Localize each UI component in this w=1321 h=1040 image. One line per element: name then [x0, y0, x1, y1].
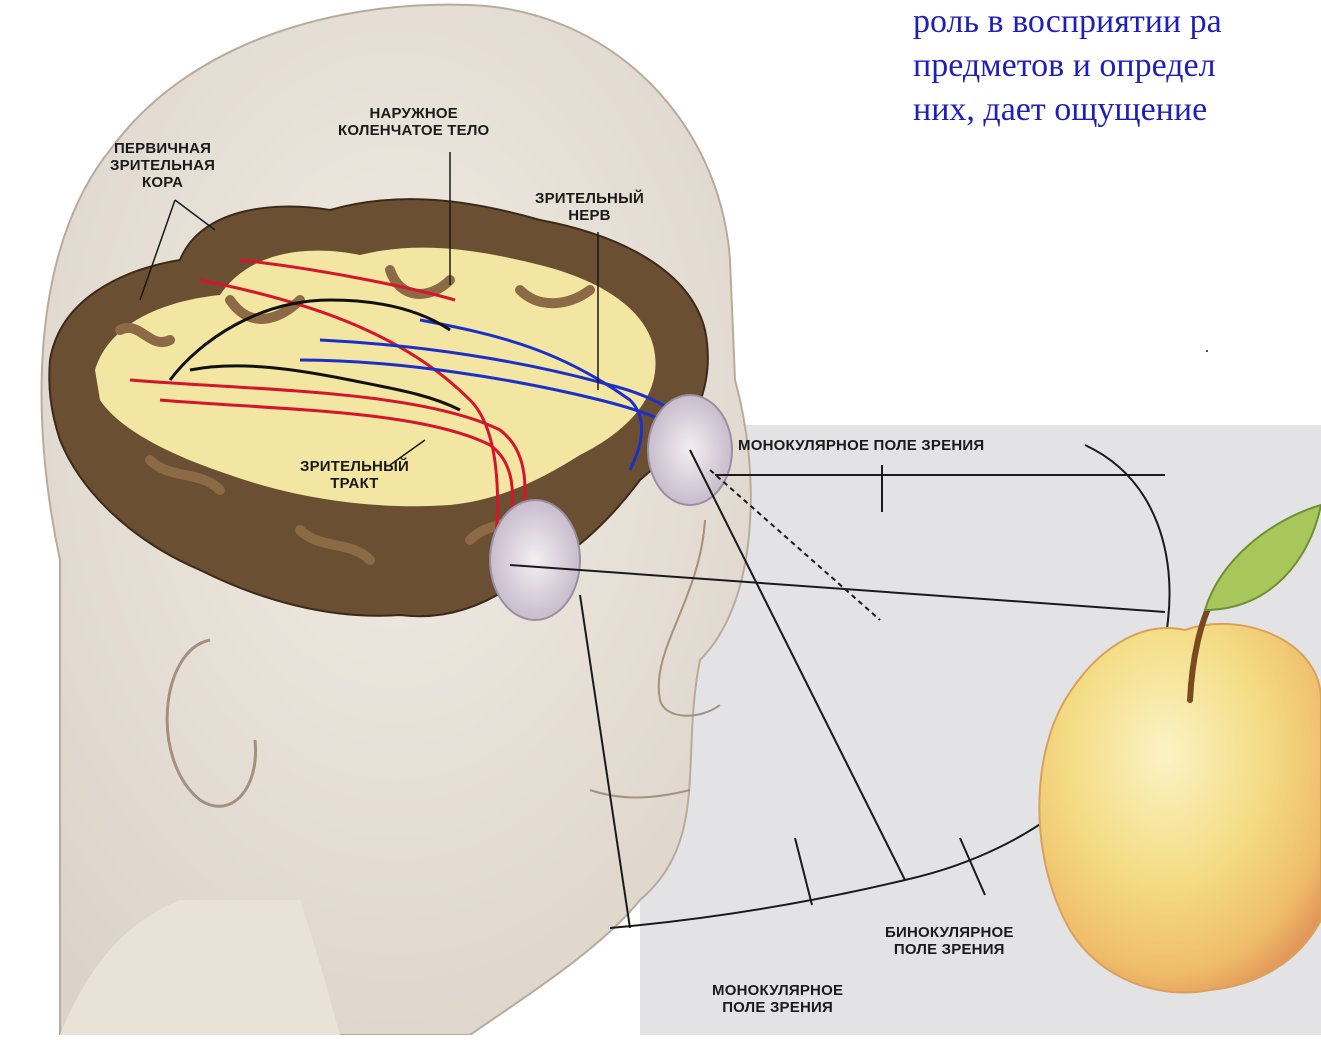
stray-dot [1206, 350, 1208, 352]
lower-eye [490, 500, 580, 620]
apple-shape [1039, 624, 1321, 993]
slide-text-line: предметов и определ [913, 44, 1321, 88]
label-monocular-field-top: МОНОКУЛЯРНОЕ ПОЛЕ ЗРЕНИЯ [738, 437, 984, 454]
label-optic-nerve: ЗРИТЕЛЬНЫЙ НЕРВ [535, 190, 644, 224]
slide-text-line: роль в восприятии ра [913, 0, 1321, 44]
label-primary-visual-cortex: ПЕРВИЧНАЯ ЗРИТЕЛЬНАЯ КОРА [110, 140, 215, 191]
slide-text: роль в восприятии ра предметов и определ… [913, 0, 1321, 132]
slide-text-line: них, дает ощущение [913, 88, 1321, 132]
label-optic-tract: ЗРИТЕЛЬНЫЙ ТРАКТ [300, 458, 409, 492]
label-lateral-geniculate-body: НАРУЖНОЕ КОЛЕНЧАТОЕ ТЕЛО [338, 105, 489, 139]
label-monocular-field-bottom: МОНОКУЛЯРНОЕ ПОЛЕ ЗРЕНИЯ [712, 982, 843, 1016]
label-binocular-field: БИНОКУЛЯРНОЕ ПОЛЕ ЗРЕНИЯ [885, 924, 1014, 958]
